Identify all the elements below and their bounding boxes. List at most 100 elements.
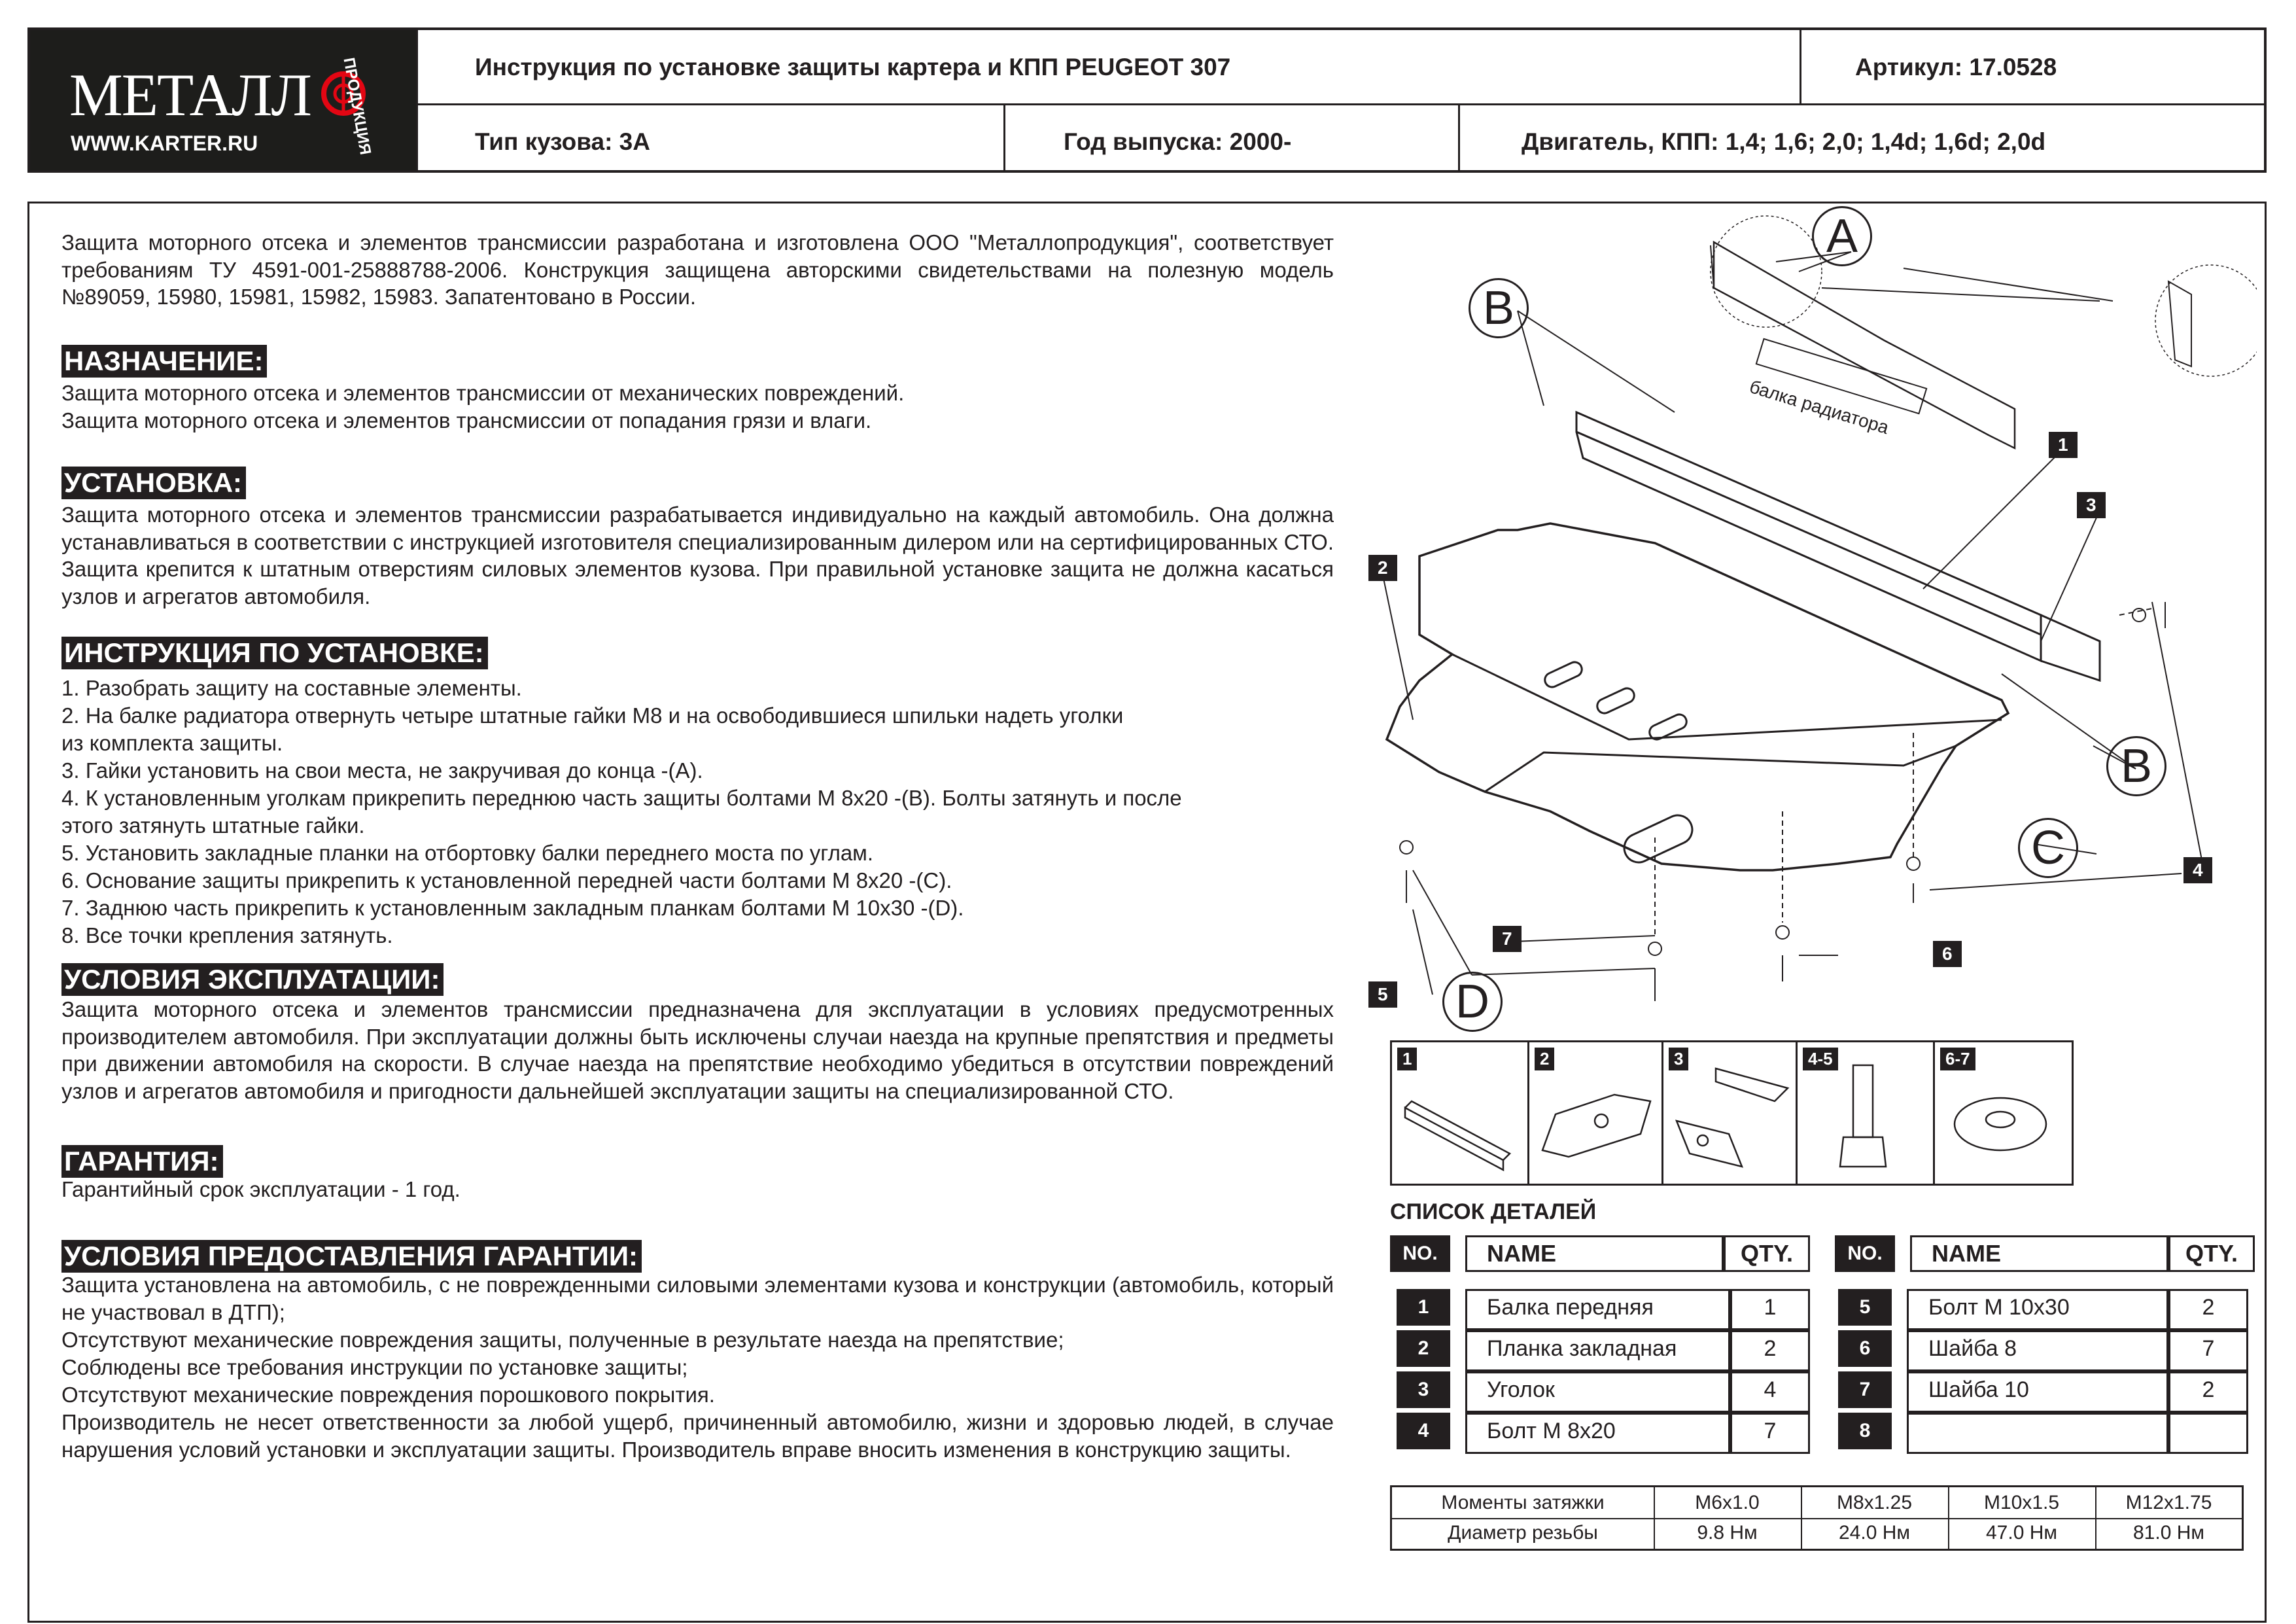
part-tag-4: 4	[2183, 857, 2212, 883]
step-line: 4. К установленным уголкам прикрепить пе…	[61, 786, 1182, 810]
header-block: МЕТАЛЛ ПРОДУКЦИЯ WWW.KARTER.RU Инструкци…	[27, 27, 2267, 173]
part-no: 3	[1397, 1371, 1450, 1408]
part-no: 2	[1397, 1330, 1450, 1367]
part-qty: 2	[1730, 1330, 1810, 1371]
part-no: 7	[1838, 1371, 1892, 1408]
callout-c-label: C	[2031, 822, 2065, 874]
col-name-header: NAME	[1465, 1235, 1724, 1272]
step-line: 6. Основание защиты прикрепить к установ…	[61, 868, 952, 892]
part-name: Шайба 10	[1907, 1371, 2168, 1413]
release-year: Год выпуска: 2000-	[1064, 128, 1292, 155]
thumb-part-6-7: 6-7	[1935, 1042, 2072, 1184]
part-qty: 7	[2168, 1330, 2248, 1371]
thumb-part-2: 2	[1529, 1042, 1663, 1184]
part-no: 1	[1397, 1289, 1450, 1326]
thread-size: M8x1.25	[1836, 1492, 1913, 1513]
part-no: 6	[1838, 1330, 1892, 1367]
warranty-condition-first: Защита установлена на автомобиль, с не п…	[61, 1273, 1334, 1324]
assembly-drawing	[1380, 215, 2257, 1001]
installation-paragraph: Защита моторного отсека и элементов тран…	[61, 503, 1334, 609]
part-tag-6: 6	[1933, 941, 1962, 967]
col-no-header: NO.	[1390, 1235, 1450, 1272]
article-number: Артикул: 17.0528	[1855, 54, 2057, 80]
content-frame	[27, 202, 2267, 1623]
torque-value: 47.0 Нм	[1985, 1522, 2057, 1544]
step-line: 7. Заднюю часть прикрепить к установленн…	[61, 896, 964, 920]
part-name: Болт М 10х30	[1907, 1289, 2168, 1330]
logo-url: WWW.KARTER.RU	[71, 132, 258, 155]
callout-d-label: D	[1455, 976, 1489, 1028]
callout-b-top: B	[1469, 278, 1529, 338]
step-line: этого затянуть штатные гайки.	[61, 813, 365, 838]
part-tag-1: 1	[2049, 432, 2078, 458]
thumb-tag: 1	[1397, 1048, 1418, 1070]
col-qty-header: QTY.	[1724, 1235, 1810, 1272]
purpose-line: Защита моторного отсека и элементов тран…	[61, 381, 905, 405]
thread-size: M6x1.0	[1695, 1492, 1760, 1513]
callout-b-right: B	[2106, 736, 2166, 796]
torque-table: Моменты затяжки Диаметр резьбы M6x1.0 M8…	[1390, 1485, 2244, 1551]
step-line: из комплекта защиты.	[61, 731, 283, 755]
purpose-heading: НАЗНАЧЕНИЕ:	[61, 345, 268, 378]
part-tag-2: 2	[1368, 555, 1397, 581]
thumb-tag: 6-7	[1940, 1048, 1975, 1070]
parts-thumbnails: 1 2 3 4-5 6-7	[1390, 1040, 2074, 1186]
warranty-conditions-heading: УСЛОВИЯ ПРЕДОСТАВЛЕНИЯ ГАРАНТИИ:	[61, 1240, 642, 1273]
engine-gearbox: Двигатель, КПП: 1,4; 1,6; 2,0; 1,4d; 1,6…	[1522, 128, 2046, 155]
step-line: 8. Все точки крепления затянуть.	[61, 923, 393, 947]
part-qty	[2168, 1413, 2248, 1454]
part-tag-7: 7	[1493, 926, 1522, 952]
part-tag-3: 3	[2077, 492, 2106, 518]
thread-size: M12x1.75	[2125, 1492, 2212, 1513]
parts-list-title: СПИСОК ДЕТАЛЕЙ	[1390, 1199, 1597, 1224]
part-qty: 1	[1730, 1289, 1810, 1330]
thread-row-label: Диаметр резьбы	[1448, 1522, 1598, 1544]
warranty-condition-line: Отсутствуют механические повреждения защ…	[61, 1328, 1064, 1352]
callout-a: A	[1812, 206, 1872, 266]
part-no: 5	[1838, 1289, 1892, 1326]
purpose-line: Защита моторного отсека и элементов тран…	[61, 408, 872, 432]
step-line: 5. Установить закладные планки на отборт…	[61, 841, 874, 865]
part-tag-5: 5	[1368, 981, 1397, 1008]
operation-paragraph: Защита моторного отсека и элементов тран…	[61, 997, 1334, 1103]
part-qty: 2	[2168, 1289, 2248, 1330]
installation-heading: УСТАНОВКА:	[61, 467, 247, 499]
step-line: 3. Гайки установить на свои места, не за…	[61, 758, 703, 783]
logo-main-text: МЕТАЛЛ	[69, 62, 312, 128]
operation-heading: УСЛОВИЯ ЭКСПЛУАТАЦИИ:	[61, 963, 444, 996]
document-title: Инструкция по установке защиты картера и…	[475, 54, 1231, 80]
part-no: 4	[1397, 1413, 1450, 1449]
part-name	[1907, 1413, 2168, 1454]
part-name: Балка передняя	[1465, 1289, 1730, 1330]
thumb-part-4-5: 4-5	[1798, 1042, 1935, 1184]
assembly-diagram: A B B C D балка радиатора 1 2 3 4 5 6 7	[1348, 206, 2257, 1034]
torque-value: 9.8 Нм	[1697, 1522, 1758, 1544]
part-name: Болт М 8х20	[1465, 1413, 1730, 1454]
torque-value: 24.0 Нм	[1838, 1522, 1910, 1544]
step-line: 1. Разобрать защиту на составные элемент…	[61, 676, 522, 700]
part-name: Шайба 8	[1907, 1330, 2168, 1371]
part-no: 8	[1838, 1413, 1892, 1449]
torque-value: 81.0 Нм	[2132, 1522, 2204, 1544]
steps-heading: ИНСТРУКЦИЯ ПО УСТАНОВКЕ:	[61, 637, 488, 669]
warranty-condition-line: Соблюдены все требования инструкции по у…	[61, 1355, 688, 1379]
part-qty: 4	[1730, 1371, 1810, 1413]
part-qty: 7	[1730, 1413, 1810, 1454]
thumb-part-3: 3	[1663, 1042, 1798, 1184]
callout-c: C	[2018, 818, 2078, 878]
callout-b-label: B	[2120, 740, 2153, 792]
callout-d: D	[1442, 972, 1503, 1032]
thumb-part-1: 1	[1392, 1042, 1529, 1184]
liability-paragraph: Производитель не несет ответственности з…	[61, 1410, 1334, 1462]
callout-a-label: A	[1826, 210, 1858, 262]
thumb-tag: 4-5	[1803, 1048, 1838, 1070]
part-name: Планка закладная	[1465, 1330, 1730, 1371]
thumb-tag: 3	[1669, 1048, 1689, 1070]
brand-logo: МЕТАЛЛ ПРОДУКЦИЯ WWW.KARTER.RU	[30, 30, 416, 170]
warranty-heading: ГАРАНТИЯ:	[61, 1145, 223, 1178]
body-type: Тип кузова: 3А	[475, 128, 650, 155]
col-name-header: NAME	[1910, 1235, 2168, 1272]
torque-row-label: Моменты затяжки	[1441, 1492, 1605, 1513]
warranty-text: Гарантийный срок эксплуатации - 1 год.	[61, 1177, 461, 1201]
thumb-tag: 2	[1535, 1048, 1555, 1070]
